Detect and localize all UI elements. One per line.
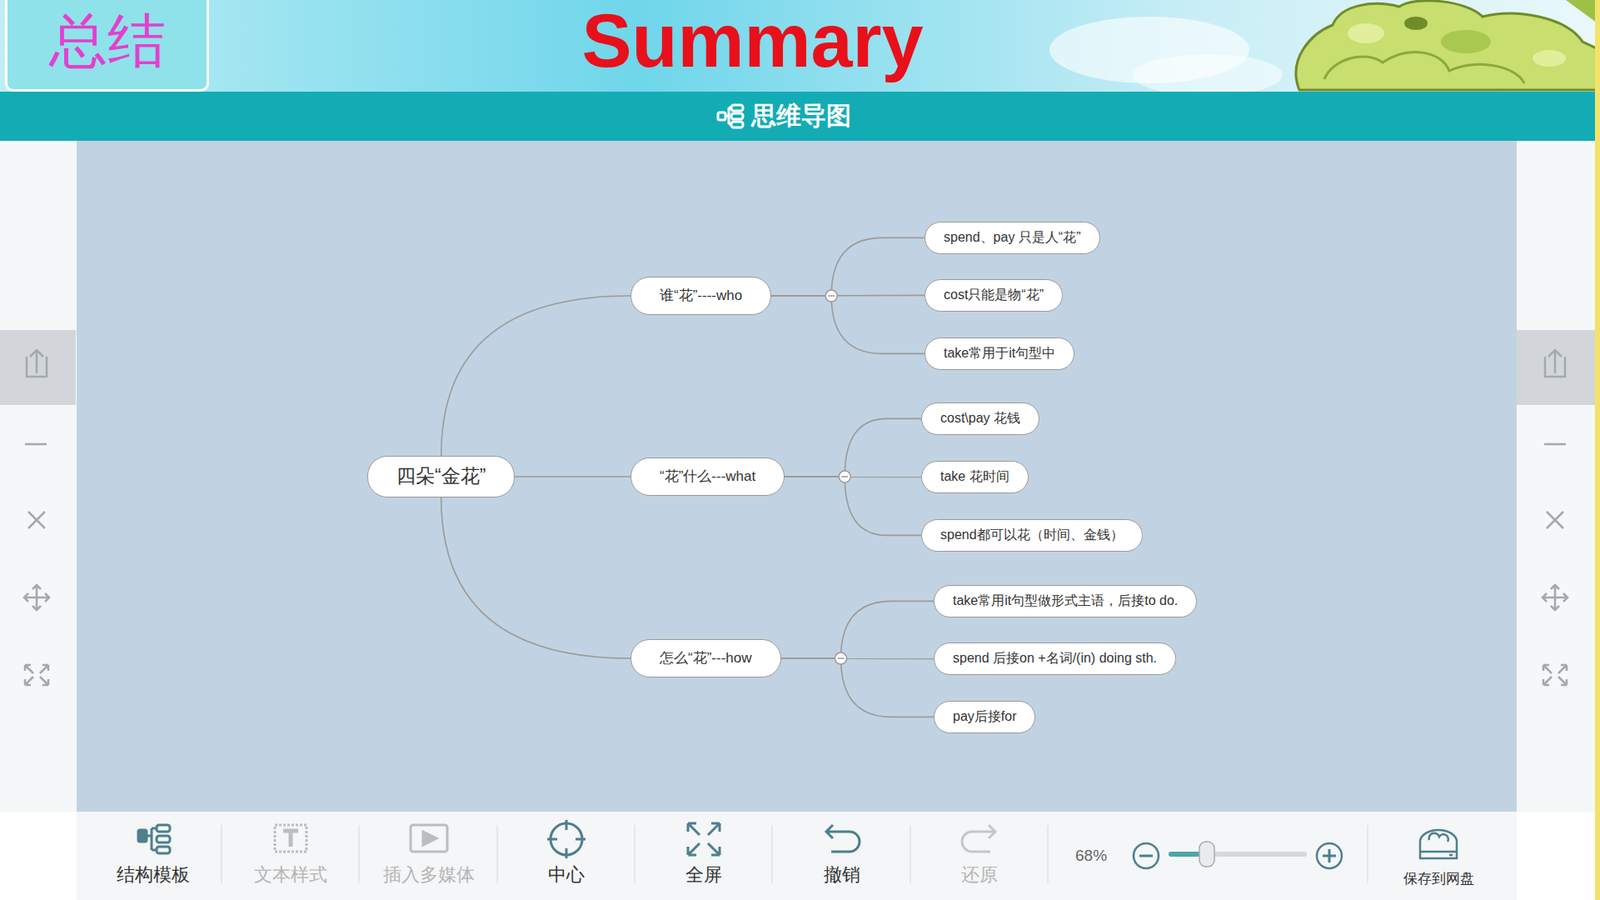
tool-label: 结构模板	[116, 862, 190, 888]
node-text: “花”什么---what	[659, 468, 756, 484]
node-text: 四朵“金花”	[396, 464, 486, 487]
branch-node: “花”什么---what	[630, 457, 785, 496]
node-text: spend 后接on +名词/(in) doing sth.	[952, 650, 1157, 665]
connector	[771, 237, 925, 296]
node-text: spend都可以花（时间、金钱）	[940, 527, 1124, 542]
leaf-node: take常用it句型做形式主语，后接to do.	[933, 584, 1197, 618]
tree-illustration	[1295, 0, 1600, 90]
node-text: cost只能是物“花”	[943, 287, 1044, 302]
connector	[784, 418, 922, 477]
toolbar	[76, 811, 1517, 900]
branch-node: 谁“花”----who	[630, 276, 772, 315]
branch-node: 怎么“花”---how	[630, 638, 782, 678]
collapse-minus	[837, 657, 845, 659]
tool-label: 保存到网盘	[1403, 868, 1475, 888]
leaf-node: cost只能是物“花”	[924, 279, 1063, 312]
node-text: spend、pay 只是人“花”	[943, 229, 1082, 245]
cloud	[1132, 54, 1283, 96]
connector	[781, 657, 935, 717]
mindmap-canvas	[76, 140, 1517, 812]
leaf-node: take 花时间	[921, 460, 1029, 494]
node-text: take常用it句型做形式主语，后接to do.	[952, 593, 1178, 608]
tool-label: 还原	[961, 862, 998, 888]
connector	[781, 600, 935, 658]
slide-title: Summary	[0, 0, 1553, 85]
collapse-toggle	[825, 289, 838, 302]
node-text: take 花时间	[940, 468, 1010, 484]
collapse-minus	[827, 294, 835, 297]
connector	[784, 476, 922, 535]
mindmap-icon	[717, 104, 743, 128]
node-text: 谁“花”----who	[659, 287, 743, 304]
leaf-node: spend 后接on +名词/(in) doing sth.	[933, 642, 1177, 675]
tool-label: 文本样式	[254, 862, 328, 888]
node-text: take常用于it句型中	[943, 345, 1056, 360]
tool-label: 插入多媒体	[383, 862, 475, 888]
leaf-node: pay后接for	[933, 700, 1036, 733]
left-panel	[0, 140, 77, 812]
node-text: cost\pay 花钱	[940, 410, 1021, 425]
zoom-value: 68%	[1075, 846, 1107, 865]
leaf-node: spend都可以花（时间、金钱）	[921, 518, 1143, 552]
right-panel	[1516, 140, 1596, 812]
connector	[441, 295, 631, 456]
leaf-node: spend、pay 只是人“花”	[924, 221, 1101, 255]
summary-tab: 总结	[4, 0, 210, 92]
tool-label: 全屏	[685, 862, 723, 888]
collapse-minus	[841, 475, 848, 478]
title-bar-text: 思维导图	[751, 99, 852, 134]
connector	[514, 475, 631, 478]
collapse-toggle	[835, 652, 848, 664]
connector	[441, 497, 631, 658]
tab-label: 总结	[7, 0, 207, 85]
edge-strip	[1595, 0, 1600, 900]
toolbar-icons	[138, 819, 1457, 868]
side-icons	[0, 329, 1596, 685]
leaf-node: cost\pay 花钱	[921, 402, 1040, 435]
title-bar	[0, 91, 1596, 141]
node-text: pay后接for	[952, 708, 1017, 723]
connector	[771, 295, 925, 354]
node-text: 怎么“花”---how	[659, 649, 753, 666]
tool-label: 中心	[548, 862, 585, 888]
root-node: 四朵“金花”	[367, 455, 515, 498]
collapse-toggle	[838, 470, 851, 483]
leaf-node: take常用于it句型中	[924, 337, 1075, 370]
tool-label: 撤销	[823, 862, 861, 888]
